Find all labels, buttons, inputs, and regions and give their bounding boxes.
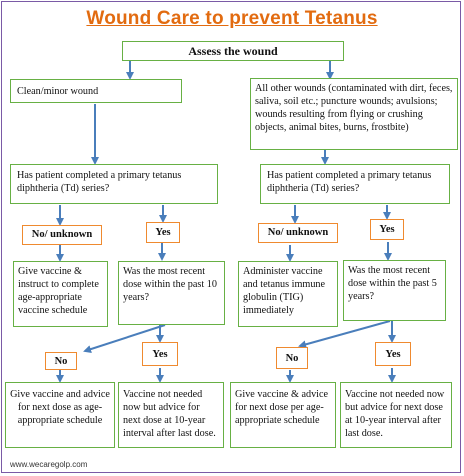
- no-right-badge: No: [276, 347, 308, 369]
- yes-right-badge: Yes: [370, 219, 404, 240]
- question-left-box: Has patient completed a primary tetanus …: [10, 164, 218, 204]
- recent-dose-10yr-box: Was the most recent dose within the past…: [118, 261, 225, 325]
- no-unknown-left-badge: No/ unknown: [22, 225, 102, 245]
- yes-right-2-badge: Yes: [375, 342, 411, 366]
- recent-dose-5yr-box: Was the most recent dose within the past…: [343, 260, 446, 321]
- yes-left-2-badge: Yes: [142, 342, 178, 366]
- arrow-recent-r-no: [298, 320, 391, 349]
- question-right-box: Has patient completed a primary tetanus …: [260, 164, 450, 204]
- page-title: Wound Care to prevent Tetanus: [86, 8, 378, 29]
- administer-tig-box: Administer vaccine and tetanus immune gl…: [238, 261, 338, 327]
- outcome-give-vaccine-box: Give vaccine and advice for next dose as…: [5, 382, 115, 448]
- footer-url: www.wecaregolp.com: [10, 460, 88, 469]
- other-wounds-box: All other wounds (contaminated with dirt…: [250, 78, 458, 150]
- arrow-recent-no: [83, 324, 166, 353]
- yes-left-badge: Yes: [146, 222, 180, 243]
- outcome-not-needed-10yr-left-box: Vaccine not needed now but advice for ne…: [118, 382, 224, 448]
- assess-wound-box: Assess the wound: [122, 41, 344, 61]
- give-vaccine-schedule-box: Give vaccine & instruct to complete age-…: [13, 261, 108, 327]
- outcome-not-needed-10yr-right-box: Vaccine not needed now but advice for ne…: [340, 382, 452, 448]
- outcome-give-vaccine-right-box: Give vaccine & advice for next dose per …: [230, 382, 336, 448]
- clean-wound-box: Clean/minor wound: [10, 79, 182, 103]
- no-left-badge: No: [45, 352, 77, 370]
- no-unknown-right-badge: No/ unknown: [258, 223, 338, 243]
